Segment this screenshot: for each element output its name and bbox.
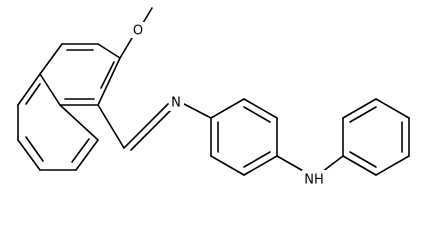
ring-double-bond: [100, 61, 115, 89]
ring-bond: [97, 43, 121, 59]
ring-bond: [39, 73, 61, 106]
amine-nh-label: NH: [304, 173, 324, 188]
aryl-nh-bond: [276, 155, 306, 173]
naphthalene-lower-ring: [17, 73, 99, 171]
ring-double-bond: [71, 138, 90, 163]
ring-bond: [375, 98, 410, 119]
ring-double-bond: [243, 106, 271, 123]
ring-bond: [97, 57, 121, 106]
imine-bond: [123, 103, 169, 149]
ring-bond: [17, 73, 41, 106]
imine-nitrogen-label: N: [171, 96, 181, 111]
ring-bond: [210, 155, 245, 176]
amine-linker: [276, 155, 344, 173]
methoxy-o-bond: [119, 37, 133, 59]
ring-bond: [17, 139, 41, 171]
methoxy-group: [119, 7, 153, 59]
naphthalene-upper-ring: [39, 43, 121, 106]
phenyl-ring: [342, 98, 410, 176]
ring-bond: [342, 98, 377, 119]
central-benzene-ring: [210, 98, 278, 176]
n-aryl-bond: [183, 103, 212, 119]
ch-bond: [97, 104, 125, 149]
ring-bond: [342, 155, 377, 176]
ring-bond: [210, 98, 245, 119]
ring-double-bond: [25, 83, 41, 105]
ring-double-bond: [349, 151, 377, 168]
imine-linker: [97, 103, 212, 151]
ring-bond: [59, 104, 99, 141]
atom-label-methoxy-o: O: [131, 22, 145, 39]
molecule-diagram: O N NH: [17, 7, 410, 188]
ring-bond: [243, 98, 278, 119]
ring-double-bond: [243, 151, 271, 168]
methyl-bond: [142, 7, 153, 24]
ring-double-bond: [25, 136, 44, 162]
imine-double-bond: [130, 110, 171, 151]
atom-label-amine-nh: NH: [302, 170, 326, 188]
ring-double-bond: [349, 106, 377, 123]
atom-label-imine-n: N: [169, 94, 184, 111]
structure-canvas: O N NH: [17, 7, 410, 188]
oxygen-label: O: [133, 24, 143, 39]
ring-bond: [39, 43, 63, 75]
ring-bond: [243, 155, 278, 176]
ring-bond: [75, 139, 99, 171]
nh-phenyl-bond: [321, 155, 344, 173]
ring-bond: [375, 155, 410, 176]
